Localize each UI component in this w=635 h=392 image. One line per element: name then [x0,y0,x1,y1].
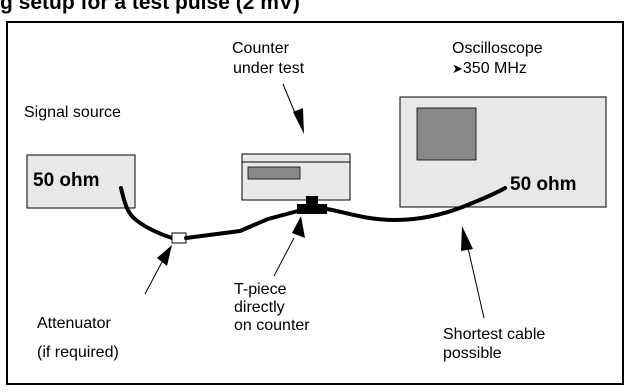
counter-display [247,166,301,180]
arrow-attenuator [144,245,172,295]
page-title: g setup for a test pulse (2 mV) [0,0,300,14]
counter-label-line1: Counter [232,40,289,57]
arrow-counter [282,83,304,134]
scope-impedance-label: 50 ohm [510,174,577,195]
cable-label-line1: Shortest cable [443,326,546,343]
greater-than-icon: ➤ [452,61,463,76]
tpiece-label-line2: directly [234,299,285,316]
attenuator-label-line2: (if required) [37,344,119,361]
oscilloscope-label-line1: Oscilloscope [452,40,543,57]
tpiece-label-line1: T-piece [234,281,287,298]
tpiece-stem [306,196,318,206]
cable-attenuator-to-tpiece [184,209,300,240]
arrow-cable [461,226,485,319]
signal-source-label: Signal source [24,104,121,121]
attenuator-icon [171,232,187,244]
counter-label-line2: under test [233,60,305,77]
oscilloscope-label-line2: ➤350 MHz [452,59,527,79]
oscilloscope-screen [416,107,477,161]
cable-label-line2: possible [443,345,502,362]
oscilloscope-bandwidth: 350 MHz [462,60,527,77]
arrow-tpiece [273,216,305,277]
attenuator-label-line1: Attenuator [37,315,111,332]
cable-tpiece-to-oscilloscope [325,186,507,223]
tpiece-icon [297,204,327,214]
diagram-frame [6,21,624,385]
source-impedance-label: 50 ohm [33,170,100,191]
cable-source-to-attenuator [119,186,174,240]
signal-source-box [26,154,136,209]
tpiece-label-line3: on counter [234,317,310,334]
